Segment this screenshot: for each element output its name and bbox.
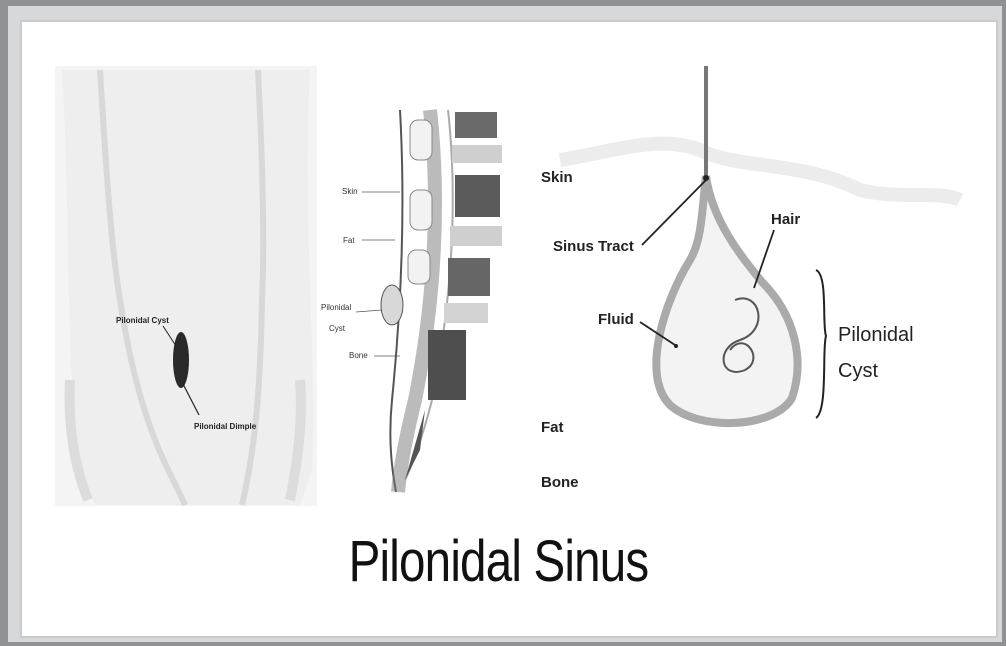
label-cyst: Cyst (838, 360, 878, 382)
section-cyst (381, 285, 403, 325)
sagittal-section: Skin Fat Pilonidal Cyst Bone (321, 110, 502, 492)
pilonidal-cyst-mark (173, 332, 189, 388)
cyst-bracket (816, 270, 826, 418)
label-fat-small: Fat (343, 236, 355, 245)
label-hair: Hair (771, 211, 800, 228)
label-sinus-tract: Sinus Tract (553, 238, 634, 255)
page-title: Pilonidal Sinus (86, 528, 911, 595)
label-fat: Fat (541, 419, 564, 436)
label-cyst-small: Cyst (329, 324, 346, 333)
label-bone-small: Bone (349, 351, 368, 360)
back-view-figure: Pilonidal Cyst Pilonidal Dimple (55, 66, 317, 506)
label-pilonidal-small: Pilonidal (321, 303, 351, 312)
label-pilonidal-dimple: Pilonidal Dimple (194, 422, 257, 431)
label-pilonidal-cyst-back: Pilonidal Cyst (116, 316, 169, 325)
label-skin-small: Skin (342, 187, 358, 196)
label-fluid: Fluid (598, 311, 634, 328)
cyst-detail-diagram: Skin Sinus Tract Hair Fluid Pilonidal Cy… (541, 66, 960, 491)
label-pilonidal: Pilonidal (838, 324, 914, 346)
label-skin: Skin (541, 169, 573, 186)
label-bone: Bone (541, 474, 579, 491)
